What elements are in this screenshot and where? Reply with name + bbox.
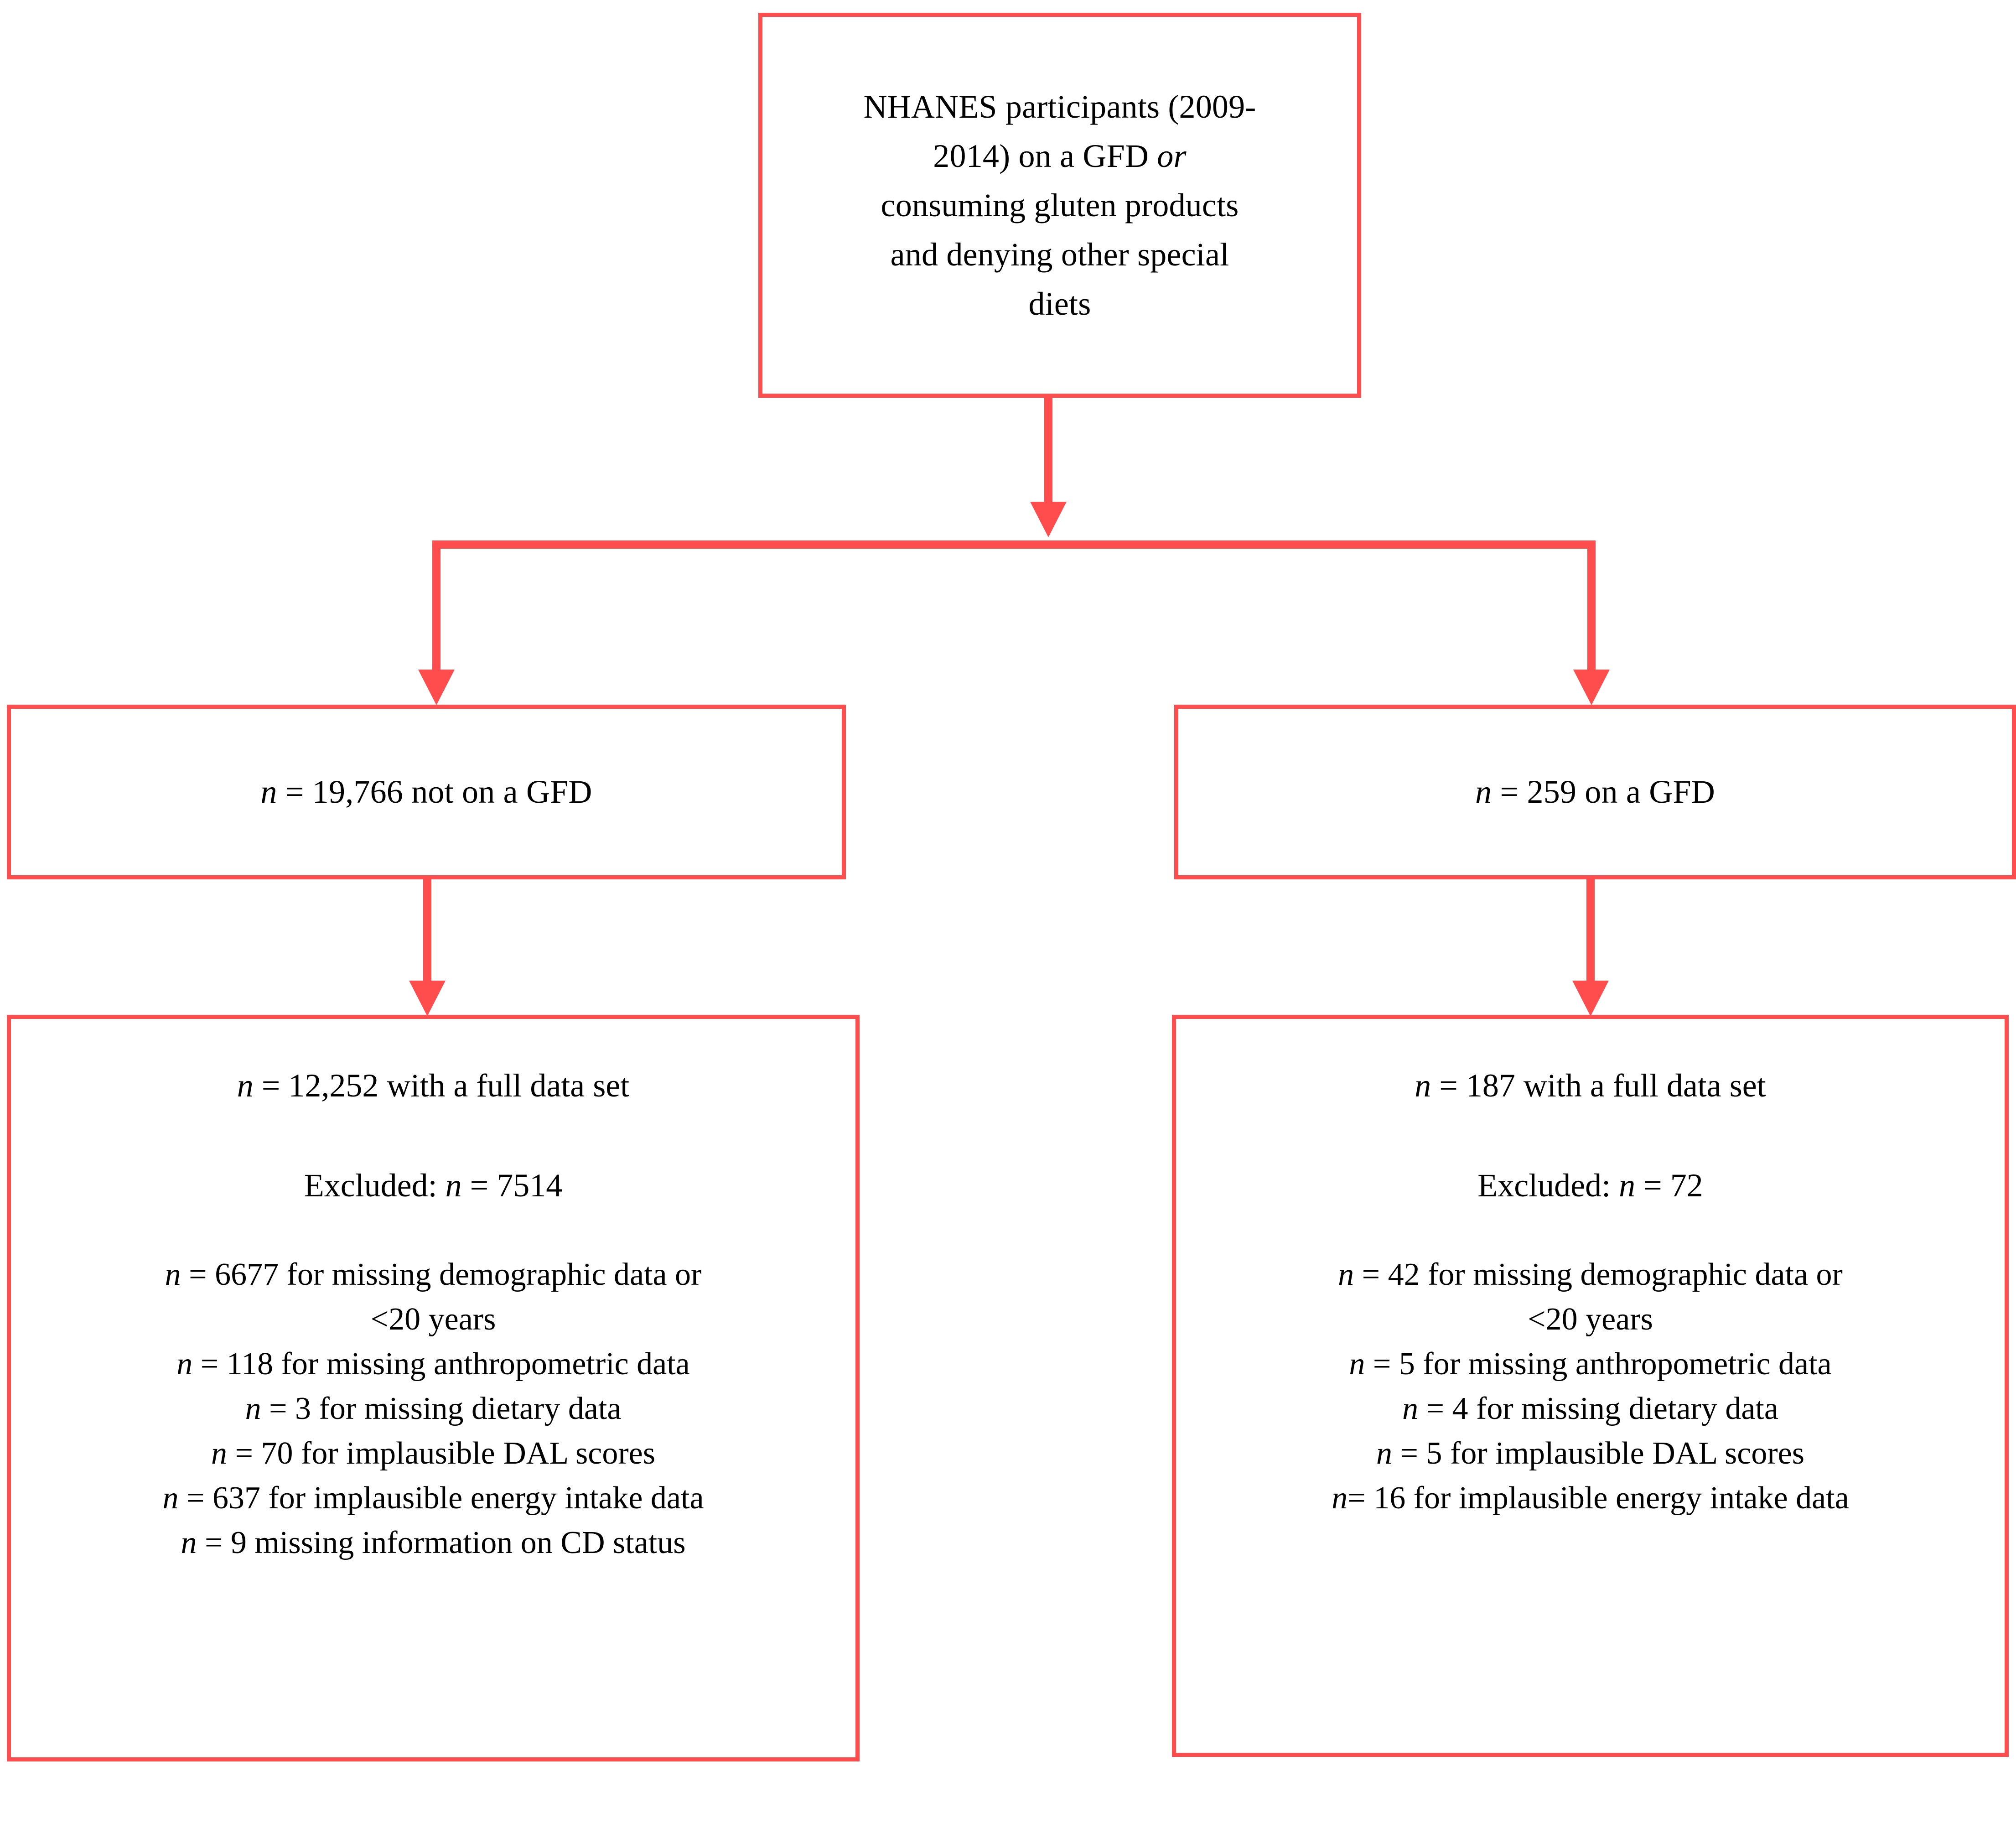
left-reason-3-text: = 3 for missing dietary data <box>261 1391 622 1426</box>
source-text-block: NHANES participants (2009- 2014) on a GF… <box>762 82 1357 328</box>
source-line-2-text: 2014) on a GFD <box>933 138 1157 174</box>
right-reason-4-text: = 5 for implausible DAL scores <box>1392 1435 1804 1471</box>
right-reason-4: n = 5 for implausible DAL scores <box>1176 1431 2005 1476</box>
left-reason-2-text: = 118 for missing anthropometric data <box>192 1346 690 1382</box>
left-reason-6: n = 9 missing information on CD status <box>11 1521 855 1565</box>
connector-left-detail-stem <box>423 879 431 984</box>
right-reason-3-text: = 4 for missing dietary data <box>1418 1391 1778 1426</box>
right-reason-3: n = 4 for missing dietary data <box>1176 1387 2005 1431</box>
left-reason-1: <20 years <box>11 1297 855 1342</box>
not-gfd-text-block: n = 19,766 not on a GFD <box>11 769 842 815</box>
connector-left-detail-arrowhead <box>409 981 446 1016</box>
left-spacer-1 <box>11 1109 855 1163</box>
on-gfd-value: = 259 on a GFD <box>1492 774 1715 810</box>
right-reason-2: n = 5 for missing anthropometric data <box>1176 1342 2005 1387</box>
left-reason-0-text: = 6677 for missing demographic data or <box>181 1257 702 1292</box>
right-reason-0: n = 42 for missing demographic data or <box>1176 1252 2005 1297</box>
left-spacer-2 <box>11 1209 855 1252</box>
source-line-3: consuming gluten products <box>881 187 1239 223</box>
right-reason-5-n-symbol: n <box>1332 1480 1348 1516</box>
right-reason-0-n-symbol: n <box>1338 1257 1354 1292</box>
on-gfd-n-symbol: n <box>1475 774 1492 810</box>
right-excluded-value: = 72 <box>1635 1167 1703 1204</box>
node-left-detail: n = 12,252 with a full data set Excluded… <box>7 1015 860 1761</box>
source-line-2-italic-or: or <box>1157 138 1187 174</box>
right-detail-text-block: n = 187 with a full data set Excluded: n… <box>1176 1019 2005 1521</box>
right-reason-3-n-symbol: n <box>1402 1391 1419 1426</box>
on-gfd-text-block: n = 259 on a GFD <box>1178 769 2012 815</box>
right-excluded-label: Excluded: <box>1477 1167 1619 1204</box>
left-reason-5-n-symbol: n <box>162 1480 179 1516</box>
left-reason-2: n = 118 for missing anthropometric data <box>11 1342 855 1387</box>
node-source-population: NHANES participants (2009- 2014) on a GF… <box>758 13 1361 398</box>
right-reason-1: <20 years <box>1176 1297 2005 1342</box>
right-full-dataset-n-symbol: n <box>1415 1067 1431 1104</box>
connector-source-arrowhead <box>1030 502 1067 537</box>
left-excluded-label: Excluded: <box>304 1167 446 1204</box>
right-excluded-line: Excluded: n = 72 <box>1176 1163 2005 1209</box>
right-reason-1-text: <20 years <box>1528 1301 1653 1337</box>
right-reason-0-text: = 42 for missing demographic data or <box>1354 1257 1843 1292</box>
on-gfd-label: n = 259 on a GFD <box>1178 769 2012 815</box>
not-gfd-label: n = 19,766 not on a GFD <box>11 769 842 815</box>
connector-split-right-stem <box>1587 540 1596 673</box>
left-reason-0: n = 6677 for missing demographic data or <box>11 1252 855 1297</box>
connector-right-detail-arrowhead <box>1572 981 1609 1016</box>
connector-split-bar <box>432 540 1596 549</box>
connector-right-detail-stem <box>1586 879 1595 984</box>
right-reason-5-text: = 16 for implausible energy intake data <box>1347 1480 1849 1516</box>
connector-split-left-arrowhead <box>418 670 455 705</box>
right-reason-4-n-symbol: n <box>1376 1435 1393 1471</box>
left-reason-3-n-symbol: n <box>245 1391 261 1426</box>
left-reason-6-text: = 9 missing information on CD status <box>197 1525 686 1560</box>
source-line-5: diets <box>1028 286 1091 322</box>
left-reason-4-text: = 70 for implausible DAL scores <box>227 1435 655 1471</box>
left-excluded-n-symbol: n <box>445 1167 462 1204</box>
source-line-4: and denying other special <box>890 236 1229 273</box>
left-reason-4-n-symbol: n <box>211 1435 228 1471</box>
node-right-detail: n = 187 with a full data set Excluded: n… <box>1172 1015 2009 1757</box>
left-reason-1-text: <20 years <box>370 1301 496 1337</box>
left-reason-3: n = 3 for missing dietary data <box>11 1387 855 1431</box>
right-full-dataset-line: n = 187 with a full data set <box>1176 1063 2005 1109</box>
left-reason-5: n = 637 for implausible energy intake da… <box>11 1476 855 1521</box>
left-full-dataset-line: n = 12,252 with a full data set <box>11 1063 855 1109</box>
connector-source-stem <box>1044 398 1052 505</box>
left-excluded-value: = 7514 <box>461 1167 563 1204</box>
left-full-dataset-value: = 12,252 with a full data set <box>253 1067 630 1104</box>
connector-split-left-stem <box>432 540 441 673</box>
right-spacer-1 <box>1176 1109 2005 1163</box>
node-not-on-gfd: n = 19,766 not on a GFD <box>7 705 846 879</box>
left-reason-2-n-symbol: n <box>176 1346 193 1382</box>
left-detail-text-block: n = 12,252 with a full data set Excluded… <box>11 1019 855 1565</box>
not-gfd-value: = 19,766 not on a GFD <box>277 774 592 810</box>
right-reason-5: n= 16 for implausible energy intake data <box>1176 1476 2005 1521</box>
left-excluded-line: Excluded: n = 7514 <box>11 1163 855 1209</box>
right-reason-2-n-symbol: n <box>1349 1346 1365 1382</box>
right-full-dataset-value: = 187 with a full data set <box>1431 1067 1766 1104</box>
left-reason-4: n = 70 for implausible DAL scores <box>11 1431 855 1476</box>
left-reason-0-n-symbol: n <box>165 1257 181 1292</box>
source-line-1: NHANES participants (2009- <box>863 88 1256 125</box>
left-reason-6-n-symbol: n <box>181 1525 197 1560</box>
left-full-dataset-n-symbol: n <box>237 1067 254 1104</box>
connector-split-right-arrowhead <box>1573 670 1610 705</box>
not-gfd-n-symbol: n <box>260 774 277 810</box>
left-reason-5-text: = 637 for implausible energy intake data <box>178 1480 704 1516</box>
right-excluded-n-symbol: n <box>1619 1167 1636 1204</box>
right-spacer-2 <box>1176 1209 2005 1252</box>
source-line-2: 2014) on a GFD or <box>762 131 1357 181</box>
node-on-gfd: n = 259 on a GFD <box>1174 705 2016 879</box>
right-reason-2-text: = 5 for missing anthropometric data <box>1365 1346 1832 1382</box>
